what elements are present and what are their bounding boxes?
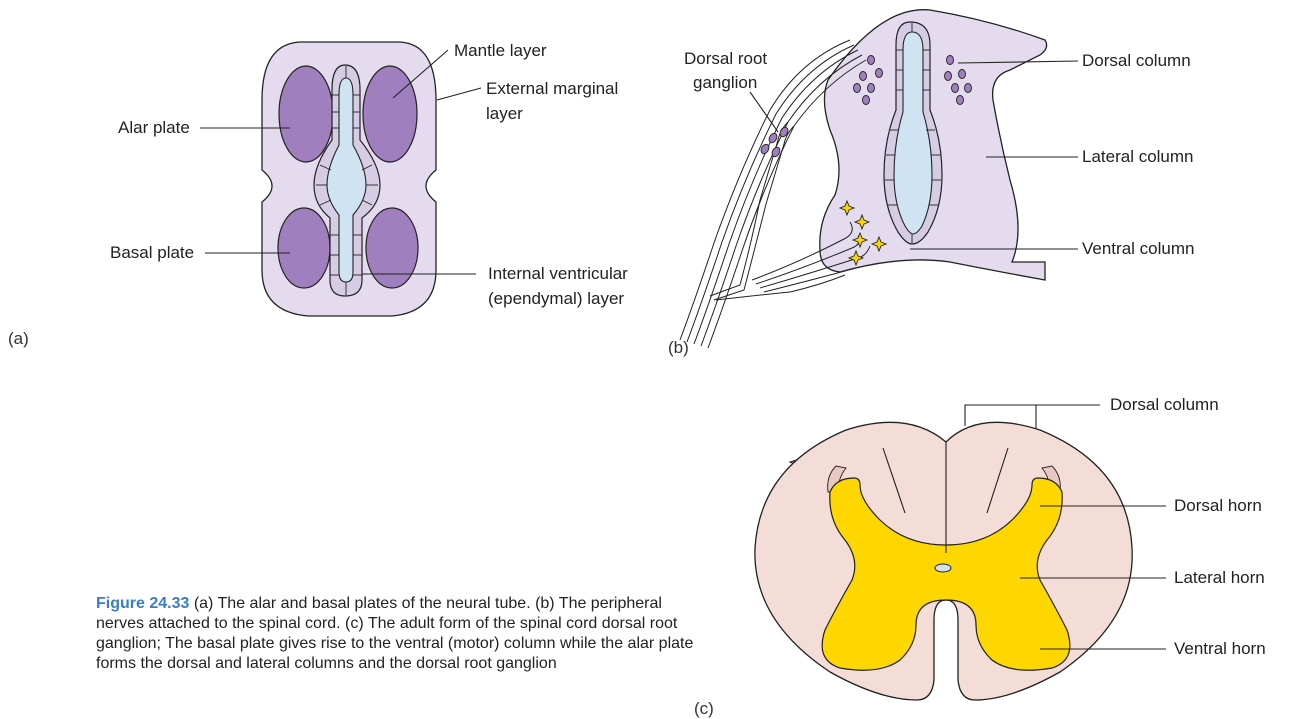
label-lateral-horn: Lateral horn [1174, 568, 1265, 587]
central-canal-c [935, 564, 951, 572]
basal-plate-right [366, 208, 418, 288]
label-dorsal-column-b: Dorsal column [1082, 51, 1191, 70]
figure-caption: Figure 24.33 (a) The alar and basal plat… [96, 594, 696, 674]
label-internal-ventricular-1: Internal ventricular [488, 264, 628, 283]
label-external-marginal-1: External marginal [486, 79, 618, 98]
panel-a: Mantle layer External marginal layer Ala… [8, 41, 628, 348]
label-drg-2: ganglion [693, 73, 757, 92]
label-internal-ventricular-2: (ependymal) layer [488, 289, 624, 308]
label-lateral-column-b: Lateral column [1082, 147, 1194, 166]
label-external-marginal-2: layer [486, 104, 523, 123]
panel-b: Dorsal root ganglion Dorsal column Later… [668, 10, 1194, 357]
figure-number: Figure 24.33 [96, 595, 189, 612]
basal-plate-left [278, 208, 330, 288]
alar-plate-left [279, 66, 333, 162]
label-alar-plate: Alar plate [118, 118, 190, 137]
panel-a-letter: (a) [8, 329, 29, 348]
label-basal-plate: Basal plate [110, 243, 194, 262]
label-dorsal-horn: Dorsal horn [1174, 496, 1262, 515]
label-drg-1: Dorsal root [684, 49, 767, 68]
label-ventral-column-b: Ventral column [1082, 239, 1194, 258]
label-dorsal-column-c: Dorsal column [1110, 395, 1219, 414]
label-mantle-layer: Mantle layer [454, 41, 547, 60]
panel-b-letter: (b) [668, 338, 689, 357]
panel-c-letter: (c) [694, 699, 714, 718]
dorsal-root-ganglion-cells [759, 126, 789, 158]
panel-c: Dorsal column Dorsal horn Lateral horn V… [694, 395, 1266, 718]
label-ventral-horn: Ventral horn [1174, 639, 1266, 658]
alar-plate-right [363, 66, 417, 162]
